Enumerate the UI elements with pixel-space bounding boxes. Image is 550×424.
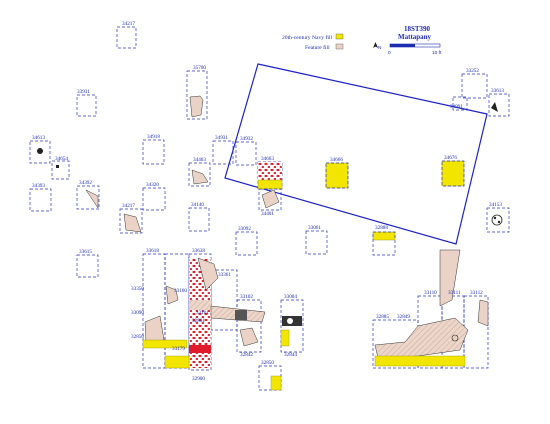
unit: 33613 [488, 88, 510, 117]
legend: 20th-century Navy fill Feature fill [282, 33, 344, 51]
site-number: 18ST390 [404, 25, 431, 33]
svg-text:33160: 33160 [174, 288, 187, 294]
svg-text:34392: 34392 [79, 180, 92, 186]
svg-text:34654: 34654 [55, 156, 68, 162]
unit: 34403 [188, 157, 211, 187]
svg-text:33090: 33090 [131, 310, 144, 316]
unit: 34663 [257, 156, 283, 190]
svg-text:32861: 32861 [192, 318, 205, 324]
svg-text:32850: 32850 [131, 334, 144, 340]
unit: 34140 [188, 202, 210, 232]
scale-start-label: 0 [388, 50, 391, 56]
svg-text:34932: 34932 [240, 136, 253, 142]
svg-text:34393: 34393 [32, 183, 45, 189]
unit: 33092 [235, 226, 258, 256]
scale-end-label: 10 ft [432, 50, 442, 56]
svg-text:32888: 32888 [375, 225, 388, 231]
unit: 34320 [142, 182, 166, 211]
svg-text:35700: 35700 [193, 65, 206, 71]
unit: 34931 [212, 135, 234, 165]
unit: 34217 [119, 203, 143, 234]
svg-text:34140: 34140 [191, 202, 204, 208]
svg-text:34613: 34613 [32, 135, 45, 141]
legend-feature-label: Feature fill [305, 44, 330, 51]
unit: 34991 [450, 96, 468, 111]
svg-text:34666: 34666 [330, 157, 343, 163]
svg-text:34931: 34931 [215, 135, 228, 141]
unit: 34676 [441, 155, 465, 187]
unit: 34918 [142, 134, 165, 165]
unit: 33931 [76, 89, 97, 117]
unit: 34666 [325, 157, 349, 189]
svg-text:32850: 32850 [261, 360, 274, 366]
unit: 33615 [76, 249, 99, 278]
svg-text:34217: 34217 [122, 203, 135, 209]
svg-text:34153: 34153 [489, 202, 502, 208]
unit: 34153 [486, 202, 510, 233]
svg-text:33101: 33101 [196, 310, 209, 316]
svg-text:33931: 33931 [77, 89, 90, 95]
svg-text:33110: 33110 [424, 290, 437, 296]
unit: 35700 [186, 65, 208, 120]
unit: 34393 [29, 183, 52, 212]
legend-feature-swatch [335, 43, 344, 50]
svg-text:34401: 34401 [261, 211, 274, 217]
unit: 34217 [116, 21, 137, 49]
north-arrow-icon [373, 42, 378, 48]
svg-text:32844: 32844 [284, 352, 297, 358]
svg-text:34217: 34217 [122, 21, 135, 27]
svg-text:33613: 33613 [491, 88, 504, 94]
unit-cluster-east: 33110 33111 33112 32885 32849 [372, 249, 489, 369]
unit: 32888 [372, 225, 396, 256]
scale-bar: 0 10 ft [388, 43, 442, 56]
svg-text:34663: 34663 [261, 156, 274, 162]
svg-text:32885: 32885 [376, 314, 389, 320]
north-label: N [378, 45, 382, 51]
svg-text:33252: 33252 [466, 68, 479, 74]
unit: 33252 [461, 68, 488, 99]
svg-text:33638: 33638 [192, 248, 205, 254]
svg-text:33618: 33618 [146, 248, 159, 254]
map-title: 18ST390 Mattapany [398, 25, 432, 41]
site-name: Mattapany [398, 33, 432, 41]
unit: 33061 [305, 225, 328, 255]
legend-navy-swatch [335, 33, 344, 40]
legend-navy-label: 20th-century Navy fill [282, 34, 332, 41]
excavation-units: 34217 35700 33931 34613 34654 34918 3493… [29, 21, 510, 391]
unit: 34654 [51, 156, 70, 180]
svg-text:33092: 33092 [238, 226, 251, 232]
svg-text:33004: 33004 [284, 294, 297, 300]
svg-text:32900: 32900 [192, 376, 205, 382]
svg-text:34403: 34403 [193, 157, 206, 163]
svg-text:33102: 33102 [240, 294, 253, 300]
svg-text:32842: 32842 [240, 352, 253, 358]
trench-outline [224, 63, 488, 245]
svg-text:34991: 34991 [450, 104, 463, 110]
unit-cluster: 33618 33638 33361 33102 33004 33350 3316… [131, 248, 304, 391]
svg-text:33361: 33361 [218, 272, 231, 278]
svg-text:33179: 33179 [172, 346, 185, 352]
svg-text:34676: 34676 [444, 155, 457, 161]
unit: 34932 [235, 136, 257, 166]
svg-text:33061: 33061 [308, 225, 321, 231]
north-arrow: N [373, 42, 382, 51]
unit: 34392 [76, 180, 100, 210]
svg-text:34320: 34320 [146, 182, 159, 188]
unit: 34613 [29, 135, 51, 164]
svg-text:33350: 33350 [131, 286, 144, 292]
svg-text:33615: 33615 [79, 249, 92, 255]
svg-text:33112: 33112 [470, 290, 483, 296]
unit: 34401 [258, 188, 282, 217]
svg-text:33111: 33111 [448, 290, 461, 296]
svg-text:34918: 34918 [147, 134, 160, 140]
svg-text:32849: 32849 [397, 314, 410, 320]
